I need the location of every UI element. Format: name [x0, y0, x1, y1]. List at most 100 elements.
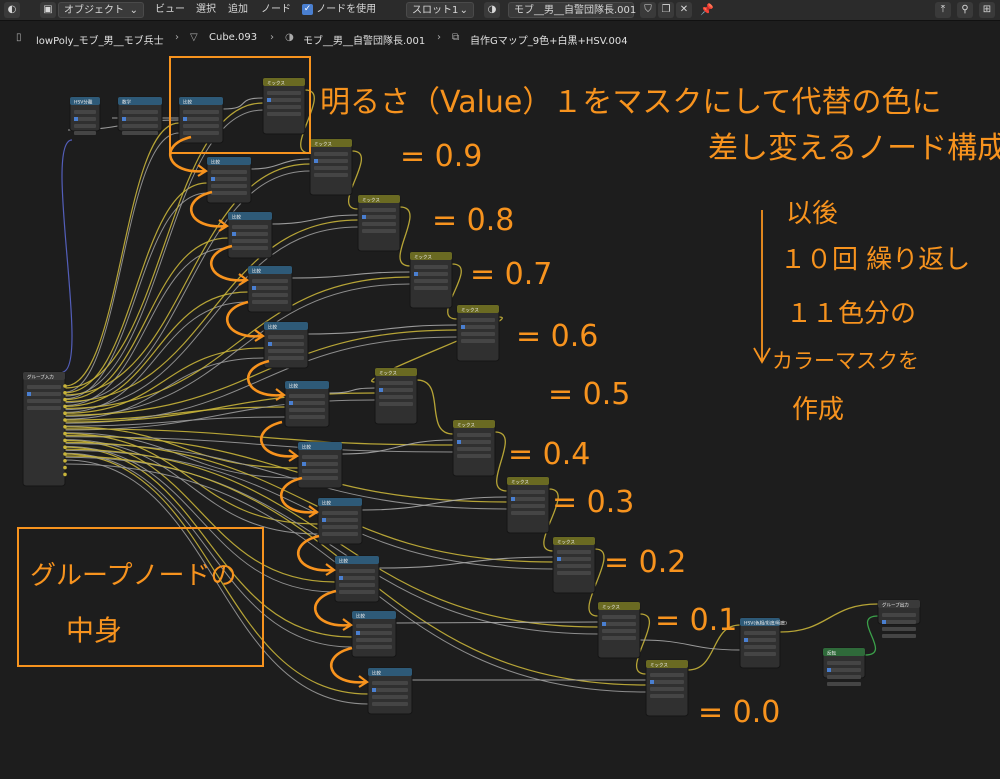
- group-output-node[interactable]: グループ出力: [877, 599, 921, 638]
- compare-node-title: 比較: [339, 558, 348, 565]
- hsv-node[interactable]: HSV(色相/彩度/明度): [739, 617, 787, 669]
- chevron-down-icon: ⌄: [459, 5, 468, 16]
- mix-node[interactable]: ミックス: [309, 138, 353, 196]
- node-field: [650, 687, 684, 691]
- node-field: [356, 645, 392, 649]
- threshold-label: = 0.8: [432, 203, 514, 238]
- fake-user-icon[interactable]: ⛉: [640, 2, 656, 18]
- pin-icon[interactable]: 📌: [700, 3, 714, 16]
- compare-node[interactable]: 比較: [334, 555, 380, 603]
- compare-node[interactable]: 比較: [227, 211, 273, 259]
- node-checkbox: [267, 98, 271, 102]
- compare-node[interactable]: 比較: [284, 380, 330, 428]
- compare-node[interactable]: 比較: [317, 497, 363, 545]
- arrow-head: [197, 164, 208, 177]
- parent-node-tree-icon[interactable]: ⤒: [935, 2, 951, 18]
- node-field: [314, 152, 348, 156]
- node-link: [64, 109, 264, 397]
- compare-node-header: [335, 556, 379, 564]
- node-field: [379, 402, 413, 406]
- math-node[interactable]: 数学: [117, 96, 163, 135]
- compare-node-title: 比較: [268, 324, 277, 331]
- mix-node[interactable]: ミックス: [452, 419, 496, 477]
- node-link: [328, 387, 376, 394]
- snap-icon[interactable]: ⚲: [957, 2, 973, 18]
- mix-node[interactable]: ミックス: [262, 77, 306, 135]
- compare-node[interactable]: 比較: [367, 667, 413, 715]
- mix-node[interactable]: ミックス: [506, 476, 550, 534]
- mix-node[interactable]: ミックス: [552, 536, 596, 594]
- menu-add[interactable]: 追加: [228, 4, 248, 15]
- mix-node[interactable]: ミックス: [357, 194, 401, 252]
- compare-node[interactable]: 比較: [263, 321, 309, 369]
- arrow-head: [238, 273, 249, 286]
- chevron-right-icon: ›: [175, 32, 179, 43]
- invert-node[interactable]: 反転: [822, 647, 866, 686]
- menu-select[interactable]: 選択: [196, 4, 216, 15]
- mix-node-header: [263, 78, 305, 86]
- mix-node[interactable]: ミックス: [374, 367, 418, 425]
- orange-arrow: [169, 135, 206, 173]
- node-field: [414, 265, 448, 269]
- node-field: [252, 300, 288, 304]
- group-input-node-body: [22, 371, 66, 487]
- node-canvas[interactable]: グループ入力HSV分離数学比較比較比較比較比較比較比較比較比較比較比較ミックスミ…: [0, 50, 1000, 779]
- arrow-head: [218, 219, 229, 232]
- node-field: [211, 177, 247, 181]
- mix-node-header: [553, 537, 595, 545]
- node-checkbox: [211, 177, 215, 181]
- node-link: [494, 431, 508, 492]
- overlay-icon[interactable]: ⊞: [979, 2, 995, 18]
- slot-dropdown[interactable]: スロット1 ⌄: [406, 2, 474, 18]
- node-field: [461, 318, 495, 322]
- node-field: [232, 225, 268, 229]
- group-input-node[interactable]: グループ入力: [22, 371, 66, 487]
- node-checkbox: [27, 392, 31, 396]
- node-field: [268, 349, 304, 353]
- mix-node-header: [453, 420, 495, 428]
- editor-type-icon[interactable]: ◐: [4, 2, 20, 18]
- group-note-box: [17, 527, 264, 667]
- chevron-right-icon: ›: [270, 32, 274, 43]
- annotation-title-1: 明るさ（Value）１をマスクにして代替の色に: [320, 85, 941, 120]
- use-nodes-checkbox[interactable]: ✓ ノードを使用: [302, 2, 376, 18]
- socket: [63, 472, 67, 477]
- node-field: [267, 98, 301, 102]
- compare-node-title: 比較: [372, 670, 381, 677]
- material-sphere-icon[interactable]: ◑: [484, 2, 500, 18]
- compare-node[interactable]: 比較: [206, 156, 252, 204]
- node-field: [744, 652, 776, 656]
- unlink-icon[interactable]: ✕: [676, 2, 692, 18]
- mix-node[interactable]: ミックス: [597, 601, 641, 659]
- node-link: [64, 163, 311, 396]
- compare-node-header: [207, 157, 251, 165]
- mix-node[interactable]: ミックス: [645, 659, 689, 717]
- annotation-group-1: グループノードの: [30, 561, 236, 591]
- annotation-side-2: １０回 繰り返し: [780, 245, 970, 275]
- menu-node[interactable]: ノード: [261, 4, 291, 15]
- mix-node-title: ミックス: [314, 142, 332, 148]
- mix-node-title: ミックス: [461, 308, 479, 314]
- separate-hsv-node[interactable]: HSV分離: [69, 96, 101, 135]
- node-field: [27, 385, 61, 389]
- node-link: [300, 89, 315, 154]
- node-field: [74, 131, 96, 135]
- orange-arrow: [297, 534, 334, 572]
- node-link: [222, 97, 264, 110]
- material-name-field[interactable]: モブ__男__自警団隊長.001: [508, 2, 636, 18]
- compare-node[interactable]: 比較: [247, 265, 293, 313]
- duplicate-icon[interactable]: ❐: [658, 2, 674, 18]
- compare-node-header: [264, 322, 308, 330]
- mix-node[interactable]: ミックス: [409, 251, 453, 309]
- mode-dropdown[interactable]: オブジェクト ⌄: [58, 2, 144, 18]
- node-field: [302, 469, 338, 473]
- compare-node[interactable]: 比較: [178, 96, 224, 144]
- menu-view[interactable]: ビュー: [155, 4, 185, 15]
- node-link: [447, 263, 462, 320]
- compare-node[interactable]: 比較: [297, 441, 343, 489]
- orange-arrow: [247, 359, 284, 397]
- node-checkbox: [882, 620, 886, 624]
- mix-node[interactable]: ミックス: [456, 304, 500, 362]
- object-mode-icon[interactable]: ▣: [40, 2, 56, 18]
- compare-node[interactable]: 比較: [351, 610, 397, 658]
